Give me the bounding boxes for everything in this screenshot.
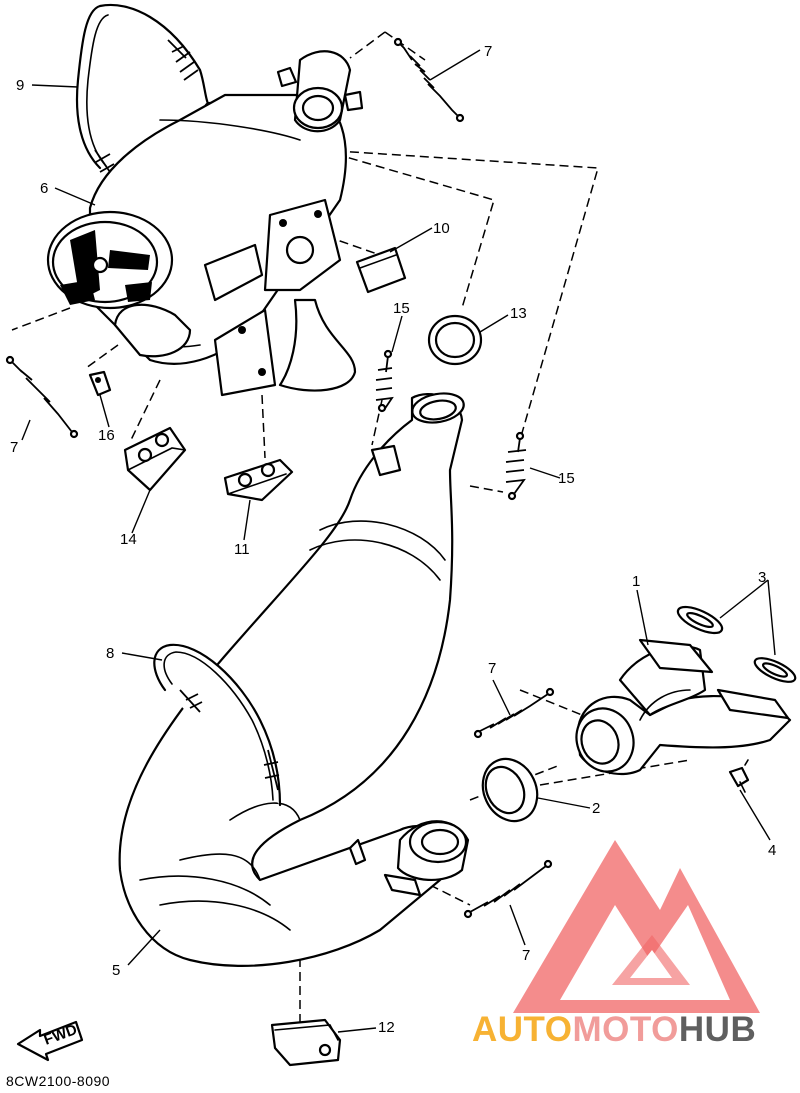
watermark-auto: AUTO xyxy=(472,1010,573,1049)
part-10-damper xyxy=(355,246,407,294)
callout-11: 11 xyxy=(234,541,250,558)
callout-1: 1 xyxy=(632,573,640,590)
callout-6: 6 xyxy=(40,180,48,197)
part-12-damper xyxy=(270,1018,342,1067)
callout-15-right: 15 xyxy=(558,470,575,487)
callout-7-top: 7 xyxy=(484,43,492,60)
callout-2: 2 xyxy=(592,800,600,817)
part-5-expansion-chamber xyxy=(118,392,470,967)
part-4-bolt xyxy=(728,759,750,793)
callout-4: 4 xyxy=(768,842,776,859)
part-6-silencer xyxy=(46,93,357,397)
callout-7-bottom: 7 xyxy=(522,947,530,964)
callout-10: 10 xyxy=(433,220,450,237)
part-16-bolt xyxy=(88,370,112,397)
callout-15-left: 15 xyxy=(393,300,410,317)
callout-5: 5 xyxy=(112,962,120,979)
callout-13: 13 xyxy=(510,305,527,322)
part-13-gasket xyxy=(427,314,483,366)
part-2-ring xyxy=(481,757,539,823)
callout-numbers: 1 2 3 4 5 6 7 7 7 7 8 9 10 11 12 13 14 1… xyxy=(10,43,776,1036)
callout-16: 16 xyxy=(98,427,115,444)
watermark-logo-icon xyxy=(513,840,760,1013)
fwd-arrow-icon: FWD xyxy=(16,1020,84,1062)
callout-3: 3 xyxy=(758,569,766,586)
callout-14: 14 xyxy=(120,531,137,548)
part-7-spring-left xyxy=(5,355,79,439)
leader-lines xyxy=(21,49,776,1033)
callout-7-left: 7 xyxy=(10,439,18,456)
callout-12: 12 xyxy=(378,1019,395,1036)
watermark-moto: MOTO xyxy=(572,1010,679,1049)
drawing-code: 8CW2100-8090 xyxy=(6,1073,111,1089)
part-15-spring-left xyxy=(375,349,394,413)
part-15-spring-right xyxy=(505,431,527,501)
callout-9: 9 xyxy=(16,77,24,94)
callout-7-middle: 7 xyxy=(488,660,496,677)
watermark-text: AUTOMOTOHUB xyxy=(472,1010,756,1050)
part-8-bracket xyxy=(153,643,282,807)
part-11-damper xyxy=(223,458,294,502)
part-7-spring-top xyxy=(393,37,465,123)
silencer-inlet xyxy=(276,50,364,133)
part-14-damper xyxy=(123,426,187,492)
part-7-spring-middle xyxy=(473,687,555,739)
watermark-hub: HUB xyxy=(678,1010,757,1049)
part-3-gaskets xyxy=(676,605,797,683)
callout-8: 8 xyxy=(106,645,114,662)
part-1-manifold xyxy=(575,638,792,775)
part-7-spring-bottom xyxy=(463,859,553,919)
